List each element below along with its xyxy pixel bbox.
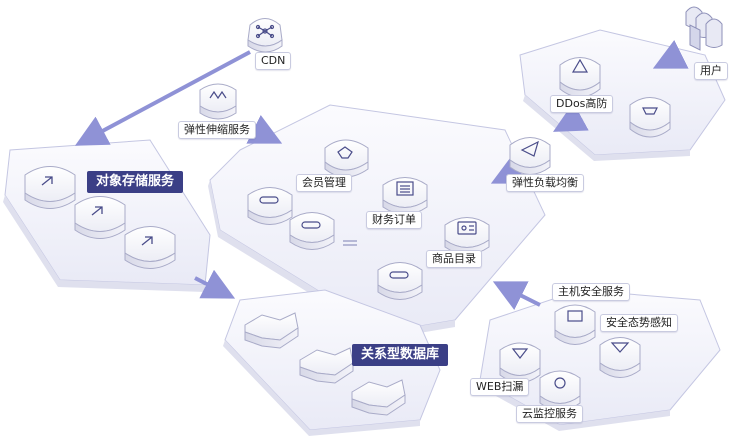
label-cdn: CDN: [255, 52, 292, 70]
db-node-3: [351, 379, 406, 416]
ddos-node-2: [629, 97, 671, 138]
label-web-scan: WEB扫漏: [470, 378, 530, 396]
cluster-dots: [343, 240, 357, 246]
scaling-icon: [209, 90, 227, 100]
shield-icon: [642, 107, 658, 115]
situation-awareness-node: [599, 337, 641, 378]
arrow-user-to-ddos: [652, 39, 689, 69]
load-balancer-node: [509, 137, 551, 175]
server-node-3: [377, 262, 423, 300]
server-icon: [259, 196, 279, 204]
network-icon: [255, 24, 275, 39]
balance-icon: [520, 140, 539, 157]
label-ddos: DDos高防: [550, 95, 614, 113]
upload-arrow-icon: [41, 176, 53, 186]
cdn-node: [247, 18, 283, 53]
server-node-1: [247, 187, 293, 225]
label-product-catalog: 商品目录: [426, 250, 482, 268]
label-finance-order: 财务订单: [366, 211, 422, 229]
server-icon: [301, 221, 321, 229]
document-icon: [396, 181, 414, 196]
product-catalog-node: [444, 217, 490, 255]
ddos-node: [559, 57, 601, 98]
label-load-balancer: 弹性负载均衡: [506, 174, 584, 192]
host-security-node: [554, 304, 596, 345]
upload-arrow-icon: [91, 206, 103, 216]
arrow-security-to-cluster: [492, 281, 541, 311]
label-object-storage: 对象存储服务: [87, 171, 184, 193]
arrow-cdn-to-object-storage: [74, 50, 251, 146]
web-scan-node: [499, 342, 541, 383]
db-node-1: [244, 312, 299, 349]
arrow-storage-to-db: [194, 269, 236, 299]
elastic-scaling-node: [199, 83, 237, 120]
arrow-ddos-to-lb: [552, 102, 589, 132]
storage-node-1: [24, 166, 76, 209]
storage-node-2: [74, 196, 126, 239]
server-node-2: [289, 212, 335, 250]
finance-order-node: [382, 177, 428, 215]
user-icon: [685, 6, 723, 51]
shield-icon: [571, 58, 589, 73]
scan-icon: [511, 348, 529, 359]
label-situation-awareness: 安全态势感知: [600, 314, 678, 332]
db-node-2: [299, 347, 354, 384]
monitor-icon: [554, 377, 566, 389]
label-user: 用户: [694, 62, 728, 80]
label-elastic-scaling: 弹性伸缩服务: [178, 121, 256, 139]
host-icon: [567, 310, 583, 322]
upload-arrow-icon: [141, 236, 153, 246]
radar-icon: [610, 342, 630, 353]
crown-icon: [337, 146, 353, 159]
label-member-mgmt: 会员管理: [296, 174, 352, 192]
storage-node-3: [124, 226, 176, 269]
id-card-icon: [457, 221, 477, 235]
label-host-security: 主机安全服务: [552, 283, 630, 301]
label-cloud-monitor: 云监控服务: [516, 405, 583, 423]
label-relational-db: 关系型数据库: [352, 344, 449, 366]
member-mgmt-node: [324, 139, 369, 178]
server-icon: [389, 271, 409, 279]
